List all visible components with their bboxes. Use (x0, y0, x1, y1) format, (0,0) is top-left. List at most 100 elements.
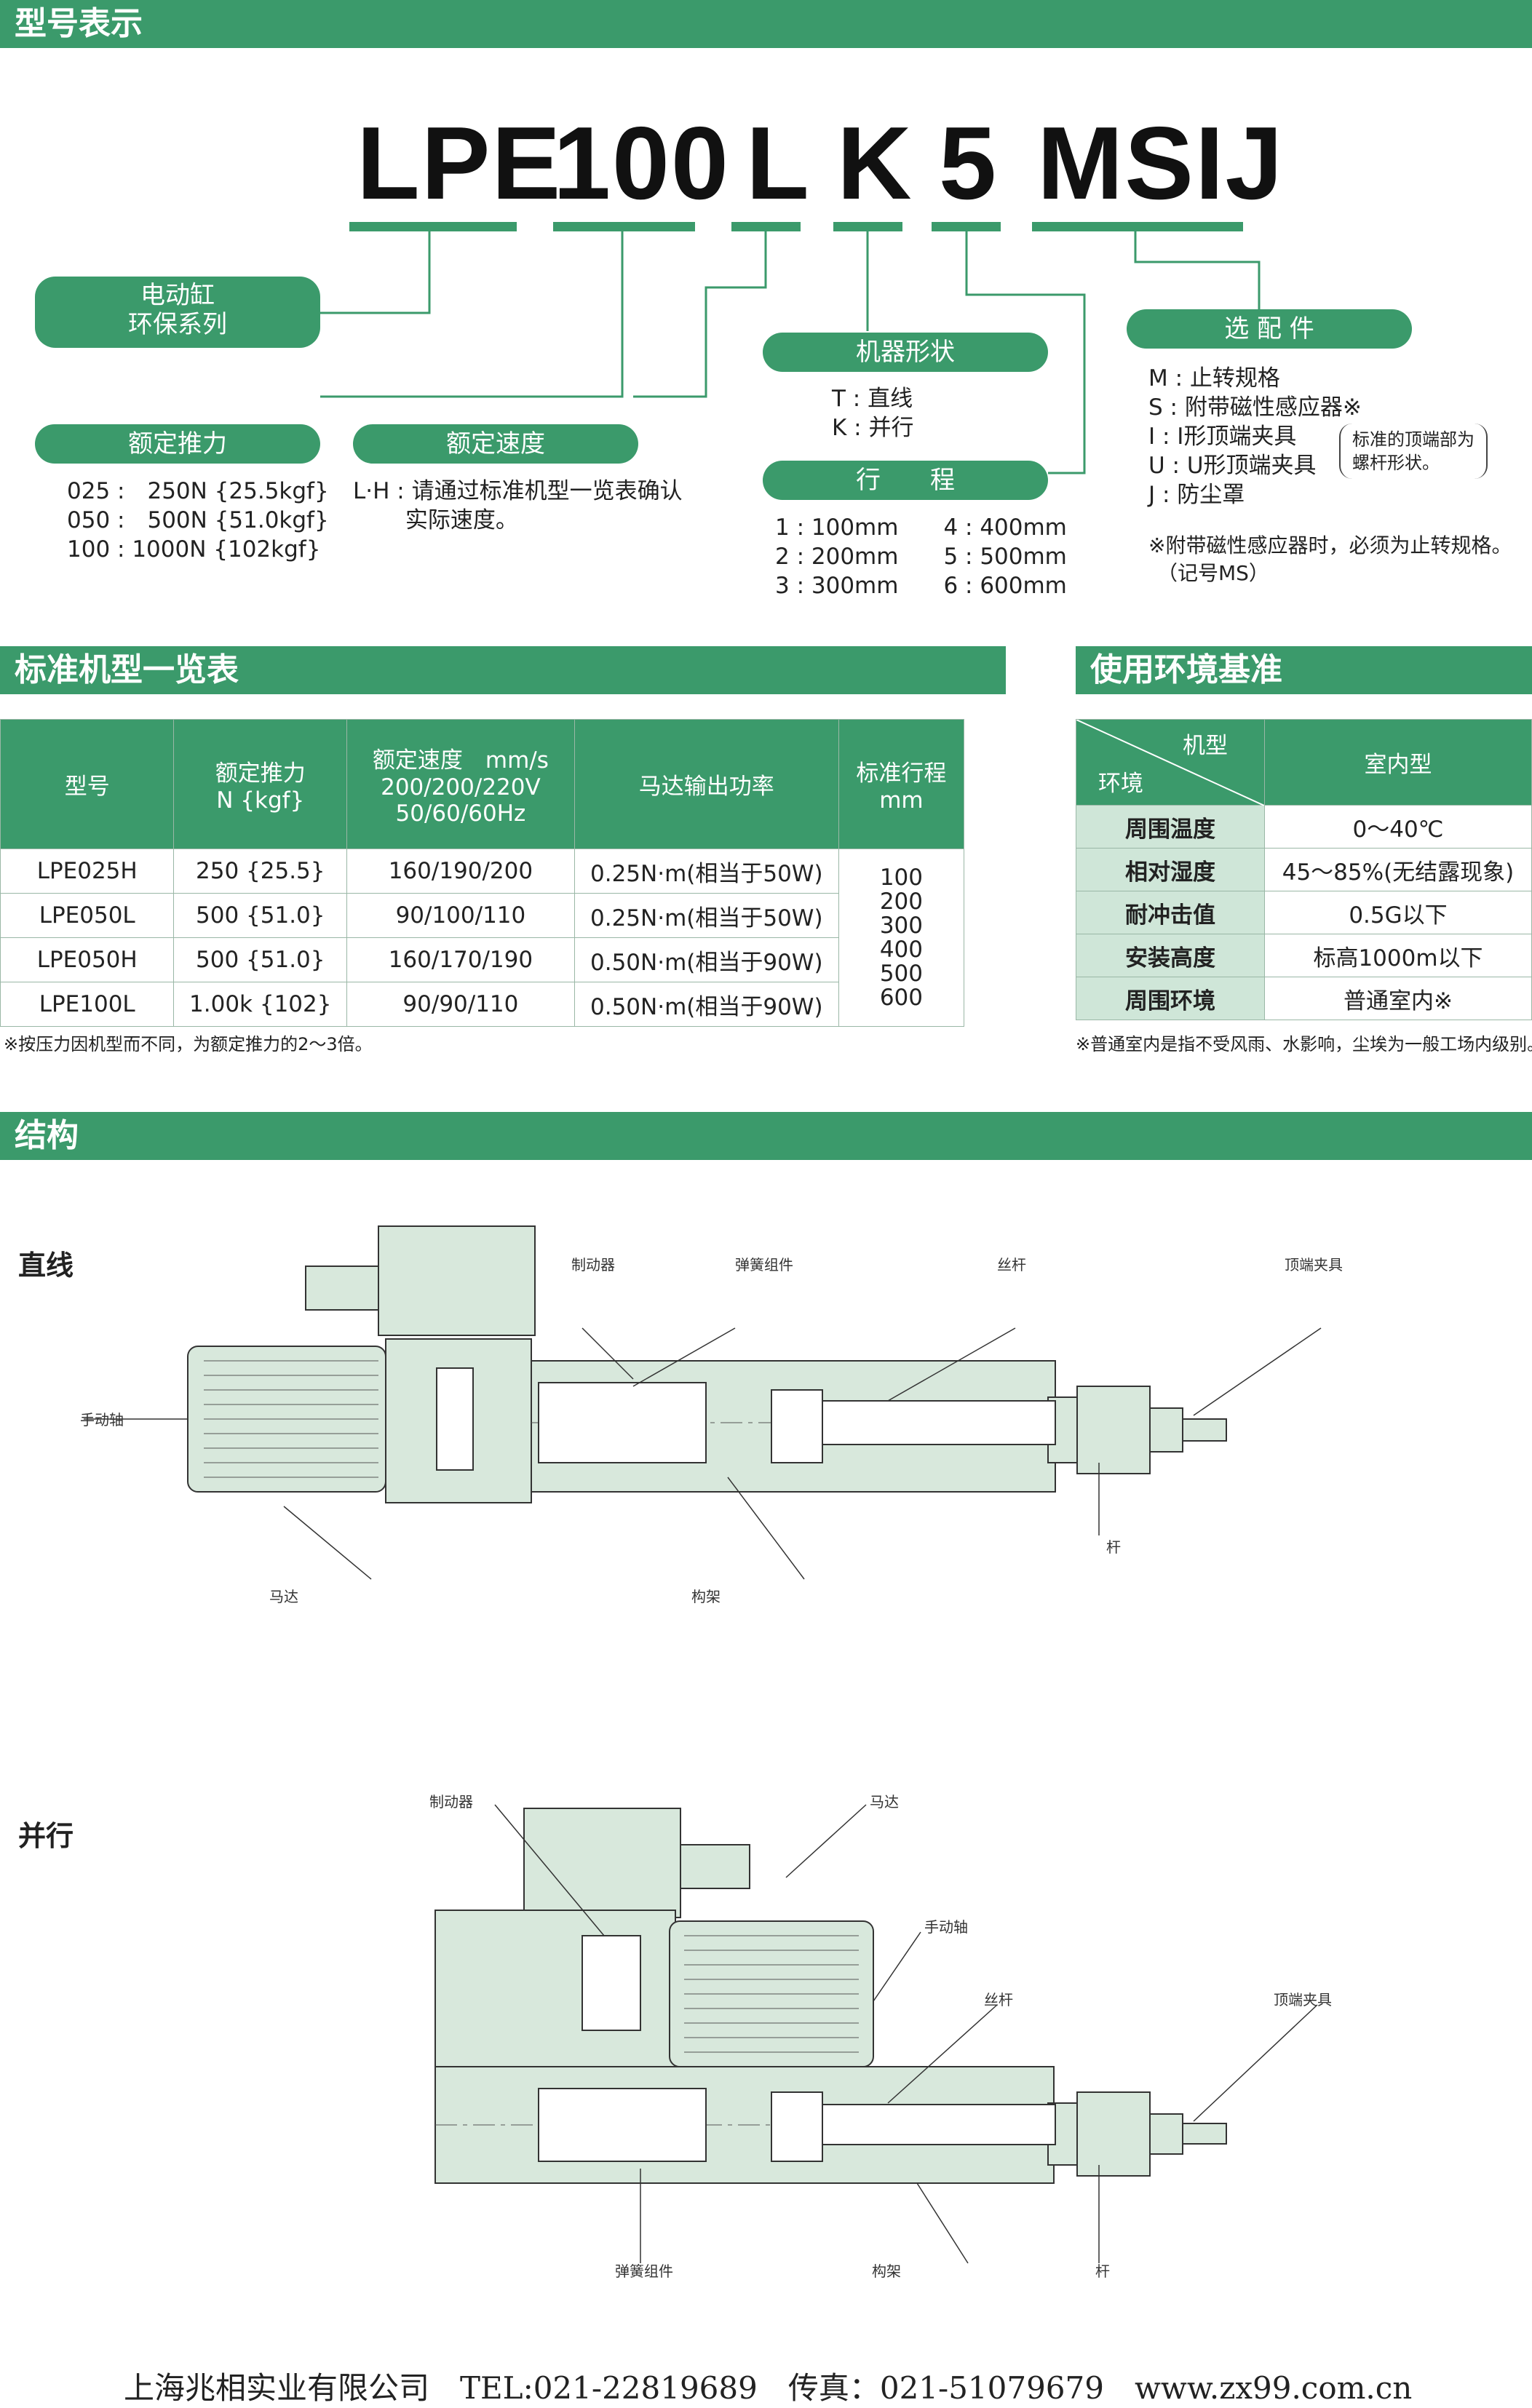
std-cell-model: LPE100L (0, 982, 175, 1027)
option-line-i: I : I形顶端夹具 (1148, 424, 1297, 450)
std-cell-power: 0.50N·m(相当于90W) (573, 982, 839, 1027)
underline-k (833, 222, 902, 231)
straight-label-screw: 丝杆 (997, 1256, 1026, 1273)
section-header-standard: 标准机型一览表 (0, 646, 1006, 694)
speed-line-2: 实际速度。 (353, 507, 518, 533)
code-part-l: L (746, 106, 811, 221)
shape-line-1: T : 直线 (832, 386, 913, 412)
std-cell-thrust: 1.00k {102} (173, 982, 348, 1027)
straight-label-manual: 手动轴 (80, 1411, 124, 1428)
underline-l (731, 222, 801, 231)
straight-label-frame: 构架 (691, 1588, 721, 1605)
thrust-line-1: 025 : 250N {25.5kgf} (67, 478, 329, 504)
option-line-m: M : 止转规格 (1148, 365, 1280, 392)
underline-100 (553, 222, 695, 231)
stroke-line-1: 1 : 100mm 4 : 400mm (775, 514, 1067, 541)
std-header-model: 型号 (0, 719, 175, 849)
std-cell-thrust: 500 {51.0} (173, 937, 348, 982)
underline-msij (1032, 222, 1243, 231)
table-row: LPE050H 500 {51.0} 160/170/190 0.50N·m(相… (0, 937, 964, 982)
env-label: 安装高度 (1076, 934, 1265, 977)
std-cell-model: LPE025H (0, 849, 175, 894)
std-cell-power: 0.25N·m(相当于50W) (573, 849, 839, 894)
pill-stroke: 行 程 (763, 461, 1048, 500)
table-row: LPE100L 1.00k {102} 90/90/110 0.50N·m(相当… (0, 982, 964, 1027)
env-corner: 机型 环境 (1076, 719, 1265, 806)
code-part-100: 100 (553, 106, 730, 221)
std-header-speed: 额定速度 mm/s 200/200/220V 50/60/60Hz (346, 719, 575, 849)
env-header-indoor: 室内型 (1264, 719, 1532, 806)
table-row: 安装高度标高1000m以下 (1076, 934, 1532, 977)
brace-note-1: 标准的顶端部为 (1352, 429, 1475, 450)
straight-label-brake: 制动器 (571, 1256, 615, 1273)
straight-label-spring: 弹簧组件 (735, 1256, 793, 1273)
pill-series: 电动缸 环保系列 (35, 277, 320, 348)
std-cell-strokes: 100 200 300 400 500 600 (838, 849, 965, 1027)
env-corner-bottom: 环境 (1098, 771, 1143, 797)
option-note-2: （记号MS） (1157, 561, 1269, 585)
env-table-note: ※普通室内是指不受风雨、水影响，尘埃为一般工场内级别。 (1076, 1034, 1532, 1054)
option-line-j: J : 防尘罩 (1148, 482, 1245, 508)
code-part-k: K (837, 106, 913, 221)
section-header-environment: 使用环境基准 (1076, 646, 1532, 694)
env-value: 45～85%(无结露现象) (1264, 848, 1532, 891)
std-cell-thrust: 500 {51.0} (173, 893, 348, 938)
underline-5 (932, 222, 1001, 231)
std-cell-power: 0.25N·m(相当于50W) (573, 893, 839, 938)
model-connector-lines (320, 231, 1261, 474)
stroke-line-2: 2 : 200mm 5 : 500mm (775, 544, 1067, 570)
env-value: 0～40℃ (1264, 805, 1532, 849)
brace-note-2: 螺杆形状。 (1352, 453, 1440, 473)
section-header-structure: 结构 (0, 1112, 1532, 1160)
table-row: LPE025H 250 {25.5} 160/190/200 0.25N·m(相… (0, 849, 965, 1027)
std-cell-speed: 160/170/190 (346, 937, 575, 982)
series-line-2: 环保系列 (128, 310, 227, 339)
env-value: 标高1000m以下 (1264, 934, 1532, 977)
pill-speed: 额定速度 (353, 424, 638, 464)
std-cell-thrust: 250 {25.5} (173, 849, 348, 894)
std-table-note: ※按压力因机型而不同，为额定推力的2～3倍。 (4, 1034, 373, 1054)
option-line-s: S : 附带磁性感应器※ (1148, 394, 1362, 421)
std-header-stroke: 标准行程 mm (838, 719, 965, 849)
env-label: 相对湿度 (1076, 848, 1265, 891)
series-line-1: 电动缸 (140, 281, 215, 310)
straight-label-clamp: 顶端夹具 (1285, 1256, 1343, 1273)
std-cell-power: 0.50N·m(相当于90W) (573, 937, 839, 982)
stroke-line-3: 3 : 300mm 6 : 600mm (775, 573, 1067, 599)
option-brace (1339, 424, 1488, 479)
std-cell-model: LPE050H (0, 937, 175, 982)
option-line-u: U : U形顶端夹具 (1148, 453, 1317, 479)
parallel-label-clamp: 顶端夹具 (1274, 1991, 1332, 2008)
parallel-label-manual: 手动轴 (924, 1918, 968, 1936)
table-row: LPE050L 500 {51.0} 90/100/110 0.25N·m(相当… (0, 893, 964, 938)
std-cell-speed: 90/90/110 (346, 982, 575, 1027)
std-header-power: 马达输出功率 (573, 719, 839, 849)
straight-label-motor: 马达 (269, 1588, 298, 1605)
company-footer: 上海兆相实业有限公司 TEL:021-22819689 传真：021-51079… (124, 2370, 1413, 2406)
parallel-label-motor: 马达 (870, 1793, 899, 1811)
straight-structure-drawing (84, 1225, 1322, 1580)
std-cell-speed: 160/190/200 (346, 849, 575, 894)
parallel-structure-drawing (434, 1804, 1318, 2264)
section-header-model: 型号表示 (0, 0, 1532, 48)
parallel-label-frame: 构架 (872, 2262, 901, 2280)
shape-line-2: K : 并行 (832, 415, 914, 441)
parallel-label-rod: 杆 (1095, 2262, 1110, 2280)
code-part-5: 5 (939, 106, 998, 221)
option-note-1: ※附带磁性感应器时，必须为止转规格。 (1148, 533, 1512, 557)
pill-options: 选 配 件 (1127, 309, 1412, 349)
env-label: 周围环境 (1076, 977, 1265, 1020)
std-header-thrust: 额定推力 N {kgf} (173, 719, 348, 849)
straight-title: 直线 (18, 1249, 74, 1282)
env-value: 普通室内※ (1264, 977, 1532, 1020)
env-label: 周围温度 (1076, 805, 1265, 849)
parallel-label-screw: 丝杆 (984, 1991, 1013, 2008)
pill-shape: 机器形状 (763, 333, 1048, 372)
parallel-label-spring: 弹簧组件 (615, 2262, 673, 2280)
code-part-msij: MSIJ (1037, 106, 1285, 221)
speed-line-1: L·H : 请通过标准机型一览表确认 (353, 478, 683, 504)
